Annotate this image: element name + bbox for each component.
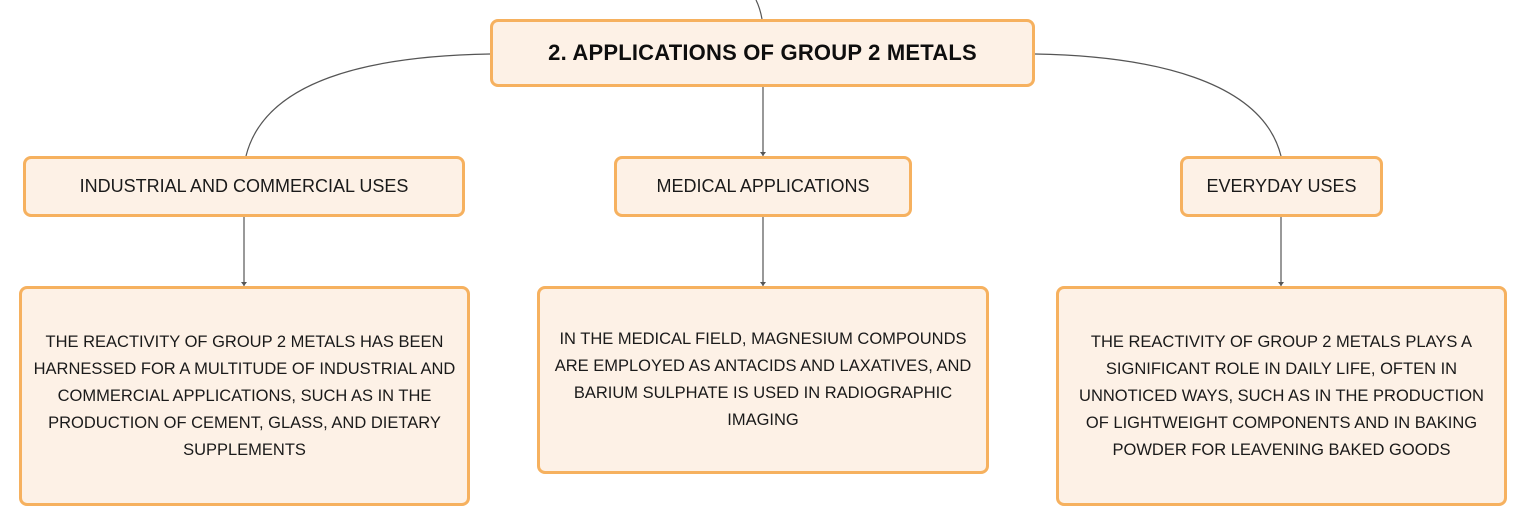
arrowhead-medical-detail <box>760 282 766 286</box>
arrowhead-industrial-detail <box>241 282 247 286</box>
detail-node-medical-applications[interactable]: IN THE MEDICAL FIELD, MAGNESIUM COMPOUND… <box>537 286 989 474</box>
incoming-connector <box>755 0 763 20</box>
detail-node-industrial-commercial-uses[interactable]: THE REACTIVITY OF GROUP 2 METALS HAS BEE… <box>19 286 470 506</box>
root-node-label: 2. APPLICATIONS OF GROUP 2 METALS <box>548 40 977 65</box>
topic-node-label: INDUSTRIAL AND COMMERCIAL USES <box>79 176 409 196</box>
detail-node-text: IN THE MEDICAL FIELD, MAGNESIUM COMPOUND… <box>554 330 972 429</box>
detail-node-text: THE REACTIVITY OF GROUP 2 METALS PLAYS A… <box>1079 332 1484 459</box>
topic-node-everyday-uses[interactable]: EVERYDAY USES <box>1180 156 1383 217</box>
detail-node-text: THE REACTIVITY OF GROUP 2 METALS HAS BEE… <box>33 332 456 459</box>
topic-node-label: MEDICAL APPLICATIONS <box>656 176 870 196</box>
root-node[interactable]: 2. APPLICATIONS OF GROUP 2 METALS <box>490 19 1035 87</box>
topic-node-industrial-commercial-uses[interactable]: INDUSTRIAL AND COMMERCIAL USES <box>23 156 465 217</box>
connector-root-to-everyday <box>1034 53 1282 157</box>
connector-root-to-industrial <box>245 53 491 157</box>
arrowhead-medical-topic <box>760 152 766 156</box>
topic-node-label: EVERYDAY USES <box>1206 176 1357 196</box>
arrowhead-everyday-detail <box>1278 282 1284 286</box>
detail-node-everyday-uses[interactable]: THE REACTIVITY OF GROUP 2 METALS PLAYS A… <box>1056 286 1507 506</box>
topic-node-medical-applications[interactable]: MEDICAL APPLICATIONS <box>614 156 912 217</box>
